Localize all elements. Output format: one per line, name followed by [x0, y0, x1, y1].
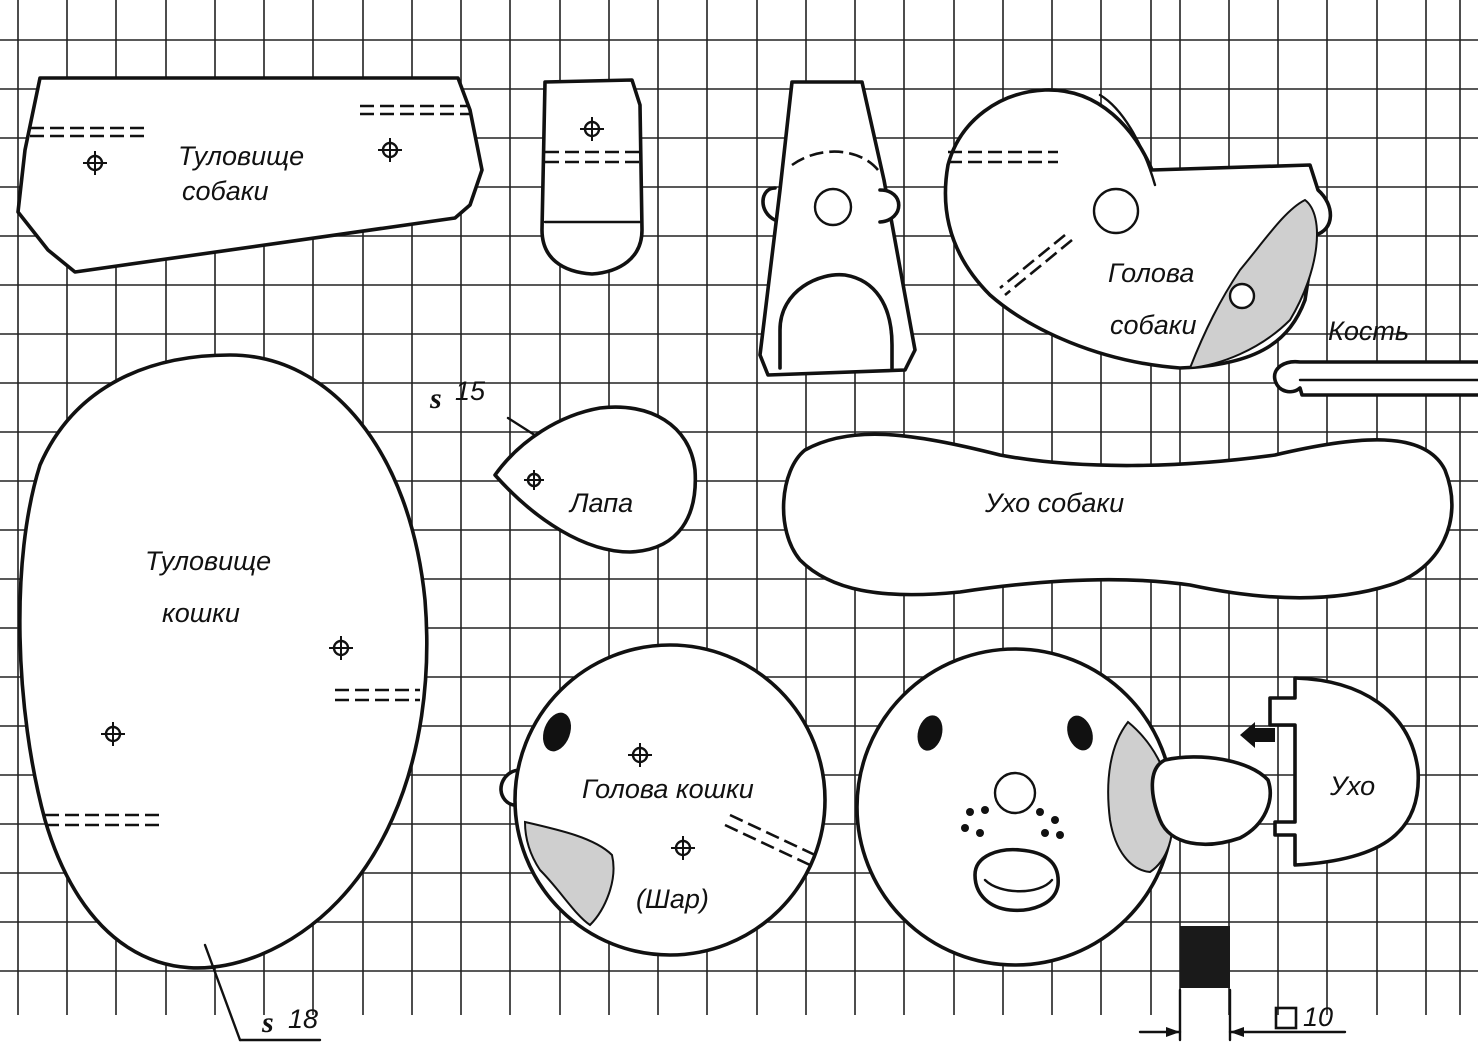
cat-head-ball-part: Голова кошки (Шар) [499, 643, 827, 957]
dog-ear-part: Ухо собаки [781, 432, 1454, 600]
ear-label: Ухо [1329, 771, 1375, 801]
dog-body-part: Туловище собаки [16, 76, 484, 274]
paw-label: Лапа [568, 488, 633, 518]
dog-chest-part [758, 80, 917, 377]
thickness-18-value: 18 [288, 1004, 318, 1034]
grid-scale-callout: 10 [1138, 926, 1347, 1042]
cat-face-part [855, 647, 1175, 967]
paw-part: Лапа [493, 405, 698, 554]
square-symbol [1274, 1006, 1298, 1030]
cat-head-label: Голова кошки [582, 774, 754, 804]
bone-label: Кость [1328, 316, 1409, 346]
grid-scale-label: 10 [1303, 1002, 1333, 1032]
dog-body-label-1: Туловище [178, 141, 304, 171]
thickness-18-s: s [261, 1006, 274, 1039]
cat-body-part: Туловище кошки [18, 353, 429, 1042]
dog-body-label-2: собаки [182, 176, 268, 206]
thickness-18-callout: s 18 [261, 1004, 318, 1039]
dog-head-label-2: собаки [1110, 310, 1196, 340]
bone-part: Кость [1272, 316, 1478, 397]
cat-body-label-2: кошки [162, 598, 240, 628]
thickness-15-value: 15 [455, 376, 486, 406]
ball-label: (Шар) [636, 884, 709, 914]
cat-ear-part: Ухо [1150, 676, 1421, 867]
dog-head-part: Голова собаки [943, 88, 1333, 370]
dog-leg-part [540, 78, 644, 276]
cat-body-label-1: Туловище [145, 546, 271, 576]
scale-block [1180, 926, 1230, 988]
dog-head-label-1: Голова [1108, 258, 1194, 288]
dog-ear-label: Ухо собаки [984, 488, 1124, 518]
thickness-15-s: s [429, 382, 442, 415]
